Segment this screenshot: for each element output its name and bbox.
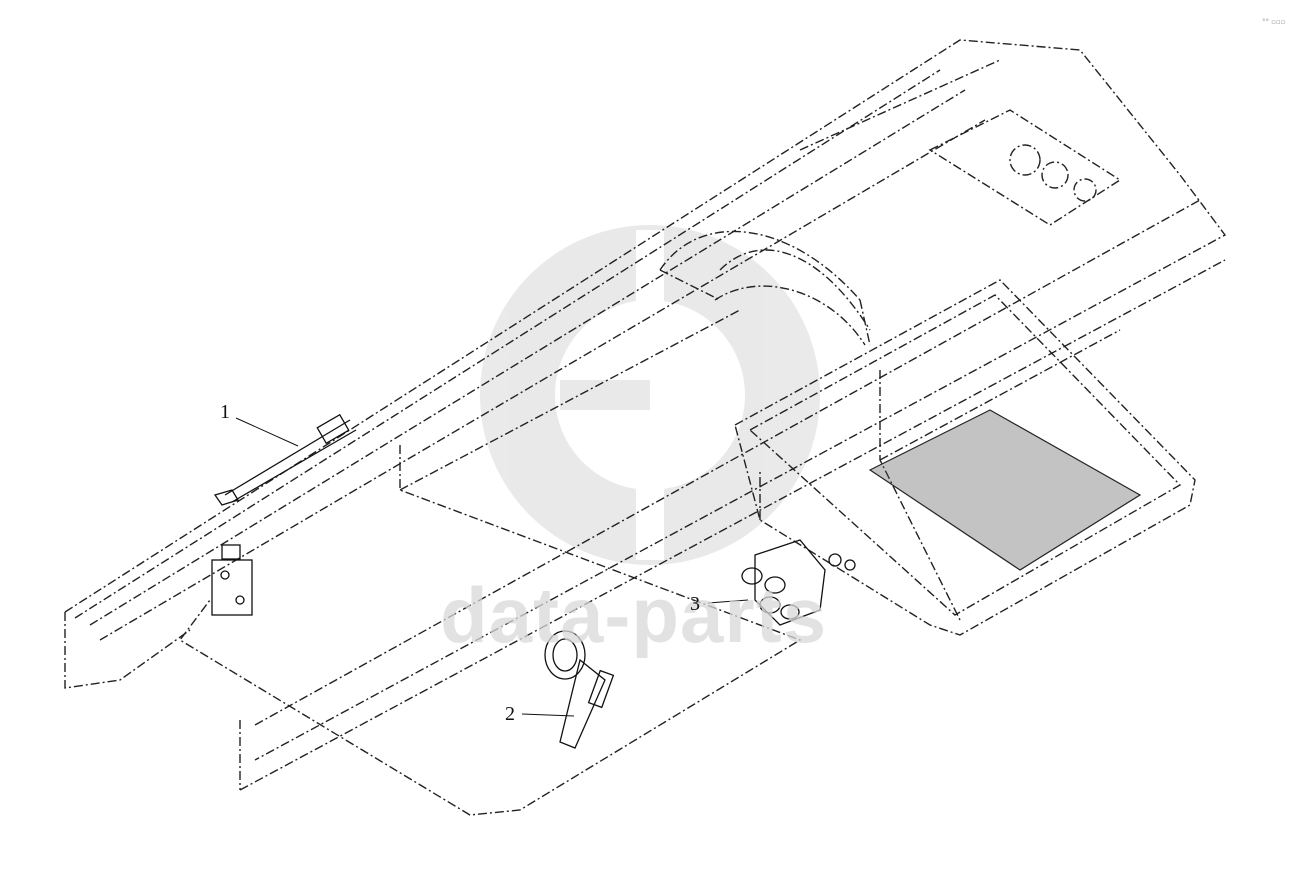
part-2-lever xyxy=(544,630,615,749)
part-3-connector xyxy=(741,539,856,626)
upper-crossmember xyxy=(799,59,1122,226)
part-1-rod xyxy=(213,413,357,506)
frame-rail-left xyxy=(64,39,1227,791)
callout-3: 3 xyxy=(690,593,700,615)
leader-lines xyxy=(235,417,749,717)
callout-2: 2 xyxy=(505,703,515,725)
battery-box xyxy=(734,279,1196,636)
crossmember-arch xyxy=(659,230,871,346)
callout-1: 1 xyxy=(220,401,230,423)
valve-block xyxy=(211,544,253,616)
watermark-text: data-parts xyxy=(440,571,828,659)
corner-mark: °° ▫▫▫ xyxy=(1262,18,1286,26)
mesh-panel xyxy=(868,409,1142,571)
watermark-logo xyxy=(480,225,820,565)
side-plate xyxy=(178,309,802,816)
